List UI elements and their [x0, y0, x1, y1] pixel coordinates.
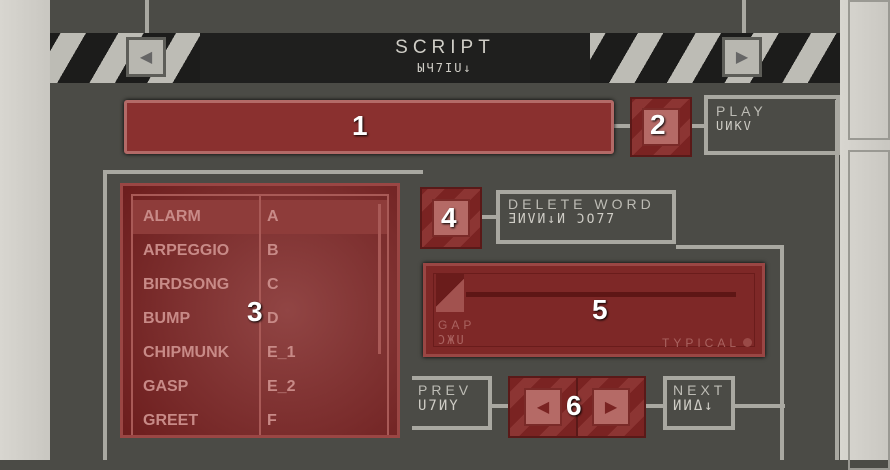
- gap-slider-track[interactable]: [466, 292, 736, 297]
- connector-line: [490, 404, 510, 408]
- triangle-left-icon: ◀: [536, 399, 550, 416]
- list-item[interactable]: ARPEGGIO B: [133, 234, 387, 268]
- connector-line: [612, 124, 632, 128]
- list-item[interactable]: BUMP D: [133, 302, 387, 336]
- script-input[interactable]: [124, 100, 614, 154]
- delete-word-label: DELETE WORD ƎИVИ↓И ϽΟ77: [496, 190, 676, 244]
- prev-label-aurebesh: Ս7ИY: [418, 398, 460, 414]
- play-label-aurebesh: ՍИΚV: [716, 119, 753, 133]
- play-label-text: PLAY: [716, 103, 767, 119]
- next-label-text: NEXT: [673, 382, 727, 398]
- next-label-aurebesh: ИИΔ↓: [673, 398, 715, 414]
- gap-slider-panel: GAP ϽЖՍ TYPICAL: [423, 263, 765, 357]
- connector-line: [103, 170, 107, 460]
- header-prev-button[interactable]: ◀: [126, 37, 166, 77]
- sound-list[interactable]: ALARM A ARPEGGIO B BIRDSONG C BUMP D CHIPMUN…: [120, 183, 400, 438]
- next-label: NEXT ИИΔ↓: [663, 376, 735, 430]
- triangle-left-icon: ◀: [139, 49, 153, 66]
- marker-2: 2: [650, 109, 666, 140]
- sound-name: BUMP: [143, 310, 191, 327]
- list-item[interactable]: GREET F: [133, 404, 387, 435]
- delete-word-button[interactable]: [420, 187, 482, 249]
- page-title-aurebesh: ЫЧ7ІՍ↓: [417, 61, 473, 75]
- play-label: PLAY ՍИΚV: [704, 95, 840, 155]
- right-frame-panel: [848, 150, 890, 470]
- connector-line: [480, 215, 498, 219]
- marker-6: 6: [566, 390, 582, 421]
- sound-key: B: [267, 242, 279, 259]
- list-item[interactable]: BIRDSONG C: [133, 268, 387, 302]
- connector-line: [780, 245, 784, 460]
- sound-name: CHIPMUNK: [143, 344, 230, 361]
- sound-key: C: [267, 276, 279, 293]
- connector-line: [676, 245, 784, 249]
- sound-key: E_1: [267, 344, 296, 361]
- delete-word-aurebesh: ƎИVИ↓И ϽΟ77: [508, 212, 617, 227]
- connector-line: [645, 404, 665, 408]
- connector-line: [690, 124, 706, 128]
- gap-label-aurebesh: ϽЖՍ: [438, 333, 466, 347]
- triangle-right-icon: ▶: [735, 49, 749, 66]
- sound-key: D: [267, 310, 279, 327]
- connector-line: [145, 0, 149, 33]
- marker-1: 1: [352, 110, 368, 141]
- marker-4: 4: [441, 202, 457, 233]
- right-frame-panel: [848, 0, 890, 140]
- header-next-button[interactable]: ▶: [722, 37, 762, 77]
- typical-indicator-icon: [743, 338, 752, 347]
- typical-label: TYPICAL: [661, 336, 740, 350]
- sound-key: E_2: [267, 378, 296, 395]
- gap-label: GAP: [438, 318, 476, 332]
- connector-line: [742, 0, 746, 33]
- connector-line: [103, 170, 423, 174]
- scrollbar[interactable]: [378, 204, 381, 354]
- marker-3: 3: [247, 296, 263, 327]
- header-center: [200, 33, 590, 83]
- gap-slider-handle[interactable]: [436, 274, 464, 312]
- next-button[interactable]: ▶: [576, 376, 646, 438]
- list-item[interactable]: CHIPMUNK E_1: [133, 336, 387, 370]
- sound-key: F: [267, 412, 277, 429]
- list-item[interactable]: GASP E_2: [133, 370, 387, 404]
- triangle-right-icon: ▶: [604, 399, 618, 416]
- sound-key: A: [267, 208, 279, 225]
- sound-name: ALARM: [143, 208, 201, 225]
- marker-5: 5: [592, 294, 608, 325]
- play-button[interactable]: [630, 97, 692, 157]
- sound-name: GASP: [143, 378, 189, 395]
- page-title: SCRIPT: [395, 37, 495, 58]
- prev-label-text: PREV: [418, 382, 473, 398]
- sound-name: BIRDSONG: [143, 276, 230, 293]
- delete-word-text: DELETE WORD: [508, 196, 655, 212]
- prev-button[interactable]: ◀: [508, 376, 578, 438]
- sound-name: GREET: [143, 412, 199, 429]
- sound-name: ARPEGGIO: [143, 242, 230, 259]
- left-frame: [0, 0, 50, 460]
- connector-line: [835, 100, 839, 460]
- prev-label: PREV Ս7ИY: [412, 376, 492, 430]
- connector-line: [735, 404, 785, 408]
